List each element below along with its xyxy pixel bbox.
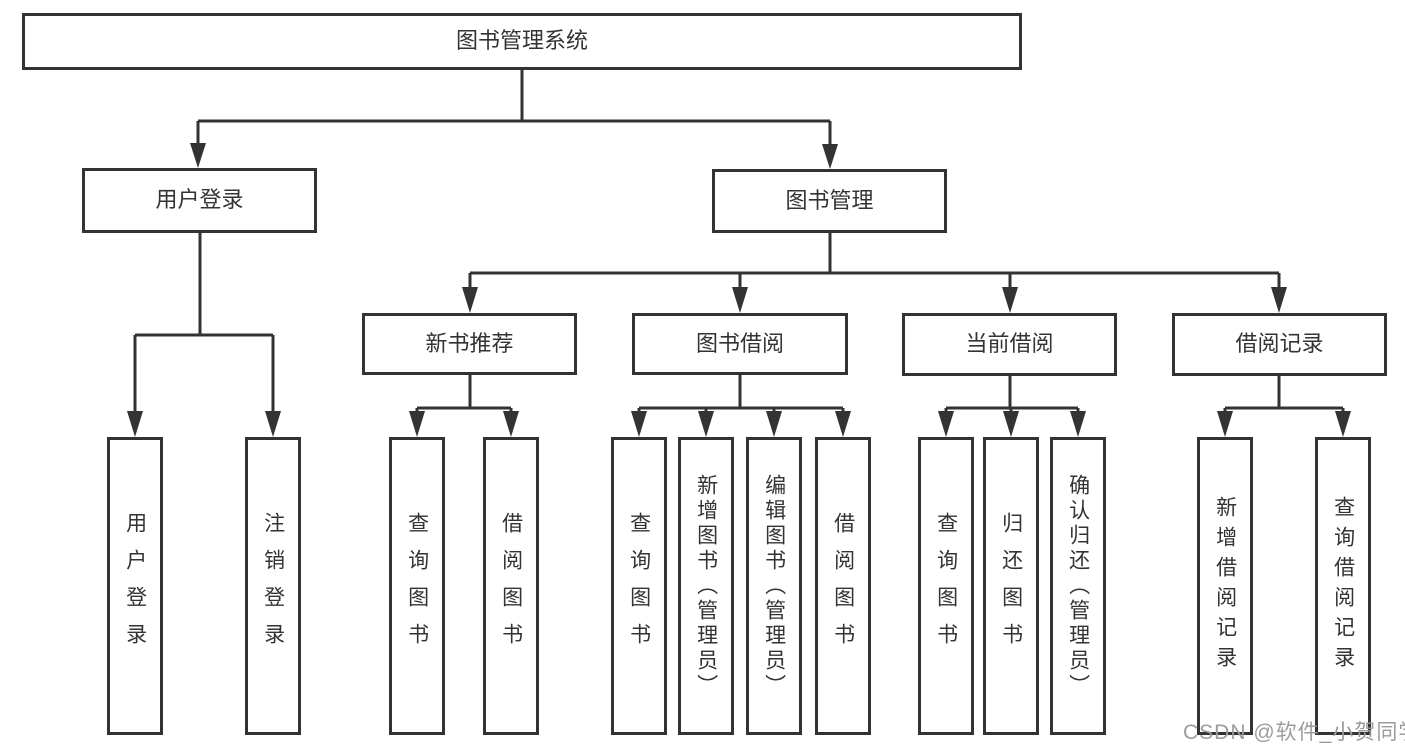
node-leaf-borrow-book-rec-label: 借阅图书 [499,512,523,660]
node-leaf-query-borrow-record: 查询借阅记录 [1315,437,1371,735]
node-leaf-query-book-current: 查询图书 [918,437,974,735]
node-leaf-borrow-book-borrow: 借阅图书 [815,437,871,735]
node-root-system-label: 图书管理系统 [455,28,588,54]
node-leaf-query-borrow-record-label: 查询借阅记录 [1331,496,1355,676]
node-leaf-confirm-return-admin-label: 确认归还（管理员） [1066,473,1090,699]
node-new-book-recommendation: 新书推荐 [362,313,577,375]
node-leaf-query-book-rec-label: 查询图书 [405,512,429,660]
node-current-borrowing: 当前借阅 [902,313,1117,376]
arrowheads [127,143,1351,437]
node-book-borrowing: 图书借阅 [632,313,848,375]
node-leaf-add-borrow-record-label: 新增借阅记录 [1213,496,1237,676]
node-leaf-query-book-borrow-label: 查询图书 [627,512,651,660]
node-leaf-logout: 注销登录 [245,437,301,735]
node-borrowing-records-label: 借阅记录 [1235,331,1324,357]
node-leaf-query-book-borrow: 查询图书 [611,437,667,735]
node-leaf-logout-label: 注销登录 [261,512,285,660]
node-leaf-return-book-label: 归还图书 [999,512,1023,660]
node-book-management-label: 图书管理 [785,187,874,213]
node-leaf-edit-book-admin-label: 编辑图书（管理员） [762,473,786,699]
csdn-watermark: CSDN @软件_小贺同学 [1183,721,1405,744]
node-leaf-user-login: 用户登录 [107,437,163,735]
node-leaf-query-book-current-label: 查询图书 [934,512,958,660]
node-leaf-add-book-admin: 新增图书（管理员） [678,437,734,735]
node-user-login-label: 用户登录 [155,187,244,213]
node-leaf-return-book: 归还图书 [983,437,1039,735]
node-leaf-edit-book-admin: 编辑图书（管理员） [746,437,802,735]
node-leaf-confirm-return-admin: 确认归还（管理员） [1050,437,1106,735]
node-borrowing-records: 借阅记录 [1172,313,1387,376]
node-leaf-user-login-label: 用户登录 [123,512,147,660]
connector-paths [133,70,1345,418]
node-leaf-query-book-rec: 查询图书 [389,437,445,735]
node-book-management: 图书管理 [712,169,947,233]
node-new-book-recommendation-label: 新书推荐 [425,330,514,356]
node-user-login: 用户登录 [82,168,317,233]
node-root-system: 图书管理系统 [22,13,1022,70]
node-current-borrowing-label: 当前借阅 [965,331,1054,357]
node-leaf-add-borrow-record: 新增借阅记录 [1197,437,1253,735]
node-leaf-add-book-admin-label: 新增图书（管理员） [694,473,718,699]
node-leaf-borrow-book-borrow-label: 借阅图书 [831,512,855,660]
node-book-borrowing-label: 图书借阅 [695,330,784,356]
node-leaf-borrow-book-rec: 借阅图书 [483,437,539,735]
